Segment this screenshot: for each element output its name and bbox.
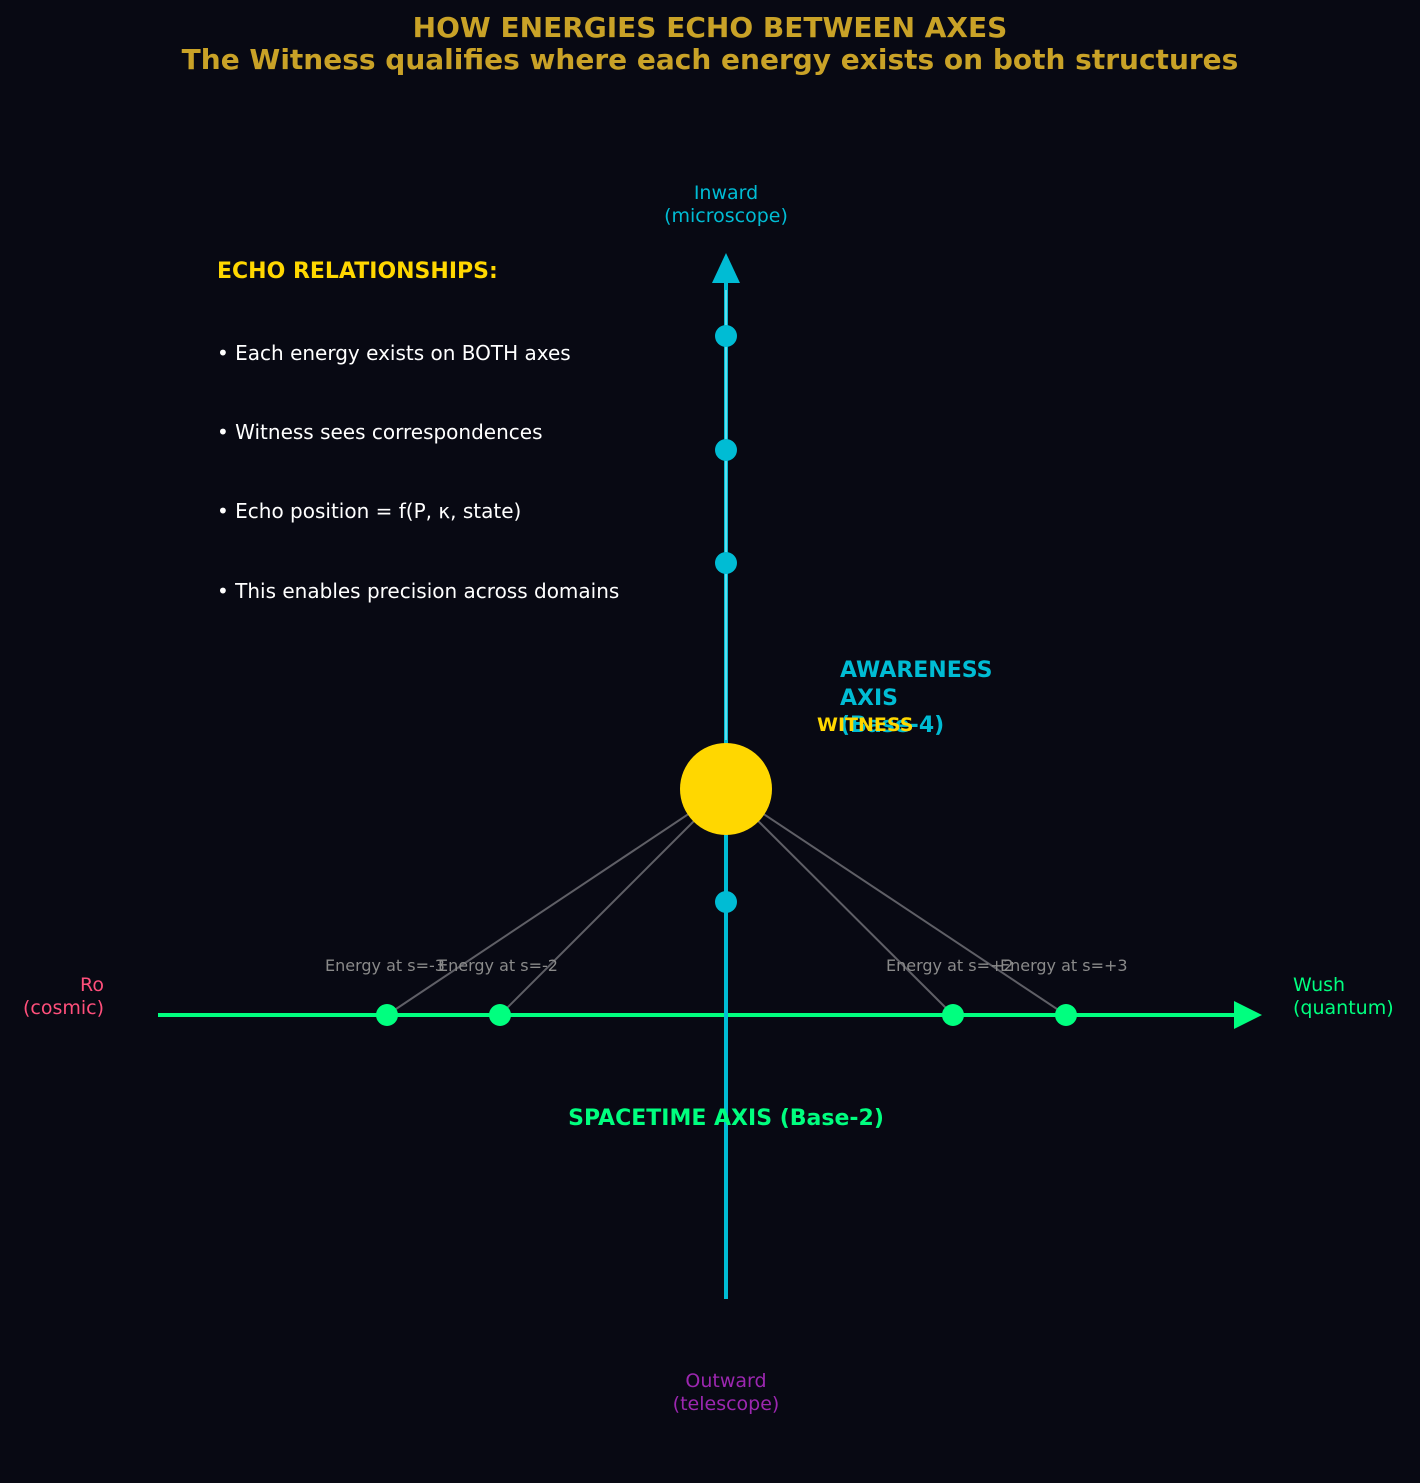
inward-label: Inward (microscope) (664, 182, 788, 227)
awareness-energy-dot (715, 552, 737, 574)
page-title: HOW ENERGIES ECHO BETWEEN AXES (412, 11, 1008, 44)
echo-line-minus2 (499, 788, 727, 1016)
awareness-energy-dot (715, 325, 737, 347)
echo-bullet: • Each energy exists on BOTH axes (217, 341, 571, 365)
energy-label-minus2: Energy at s=-2 (438, 956, 558, 975)
outward-label: Outward (telescope) (672, 1370, 780, 1415)
ro-label: Ro (cosmic) (22, 974, 104, 1019)
echo-heading: ECHO RELATIONSHIPS: (217, 259, 498, 284)
witness-label: WITNESS (817, 714, 914, 736)
awareness-energy-dot (715, 891, 737, 913)
spacetime-energy-dot-minus3 (376, 1004, 398, 1026)
echo-bullet: • This enables precision across domains (217, 579, 620, 603)
spacetime-energy-dot-plus3 (1055, 1004, 1077, 1026)
energy-label-plus3: Energy at s=+3 (1000, 956, 1128, 975)
awareness-axis-label-3: (Base-4) (840, 713, 945, 738)
echo-line-plus2 (725, 788, 954, 1016)
spacetime-energy-dot-minus2 (489, 1004, 511, 1026)
awareness-axis-label-2: AXIS (840, 686, 899, 711)
wush-label: Wush (quantum) (1293, 974, 1394, 1019)
spacetime-arrowhead (1234, 1001, 1262, 1029)
spacetime-energy-dot-plus2 (942, 1004, 964, 1026)
witness-node (680, 743, 772, 835)
awareness-arrowhead (712, 253, 740, 283)
echo-line-minus3 (386, 788, 727, 1016)
echo-bullet: • Echo position = f(P, κ, state) (217, 499, 522, 523)
echo-bullet: • Witness sees correspondences (217, 420, 543, 444)
energy-label-minus3: Energy at s=-3 (325, 956, 445, 975)
awareness-axis-label-1: AWARENESS (840, 658, 993, 683)
energy-label-plus2: Energy at s=+2 (886, 956, 1014, 975)
page-subtitle: The Witness qualifies where each energy … (181, 43, 1239, 76)
echo-line-plus3 (725, 788, 1067, 1016)
awareness-energy-dot (715, 439, 737, 461)
spacetime-axis-label: SPACETIME AXIS (Base-2) (568, 1106, 884, 1131)
